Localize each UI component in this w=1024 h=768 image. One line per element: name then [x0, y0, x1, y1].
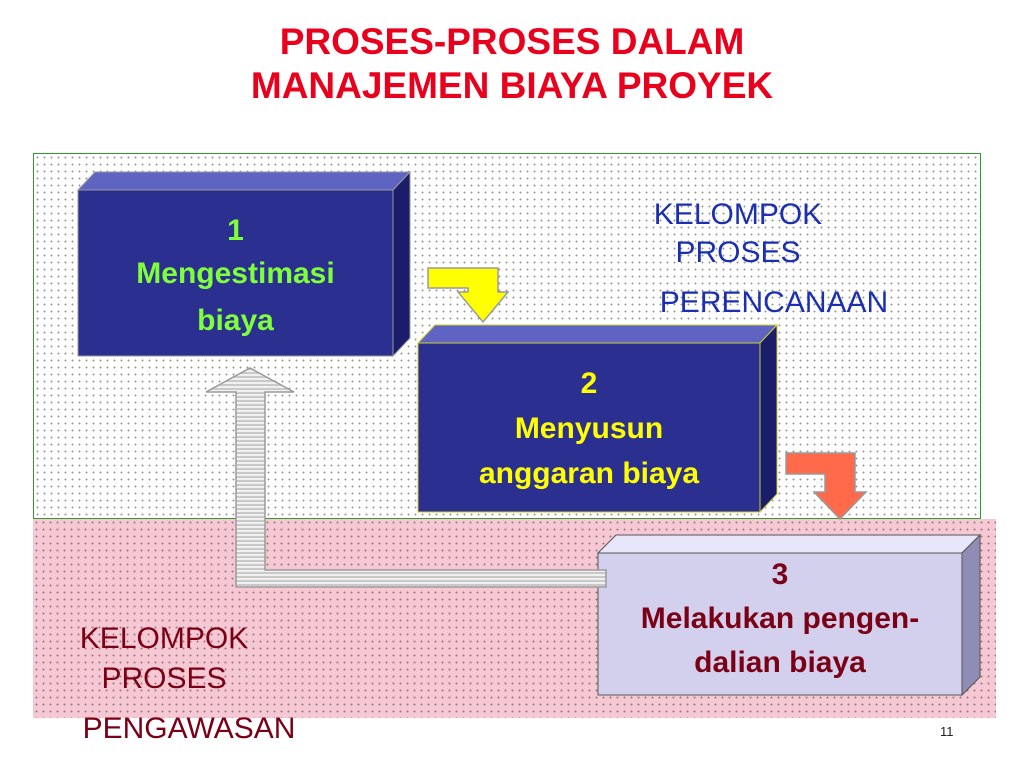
slide-title-line2: MANAJEMEN BIAYA PROYEK: [250, 65, 774, 106]
planning-group-label-line3: PERENCANAAN: [659, 286, 889, 319]
step-1-label-line2: biaya: [197, 304, 274, 337]
step-3-box: [596, 533, 982, 697]
step-1-label-line1: Mengestimasi: [136, 257, 335, 290]
step-3-number: 3: [771, 558, 789, 591]
step-2-label-line2: anggaran biaya: [478, 457, 700, 490]
step-2-box: [416, 323, 779, 514]
planning-group-label-line1: KELOMPOK: [653, 198, 823, 231]
step-1-box: [76, 170, 412, 358]
control-group-label-line2: PROSES: [101, 662, 227, 695]
page-number: 11: [940, 724, 954, 739]
step-3-label-line1: Melakukan pengen-: [640, 602, 920, 635]
control-group-label-line1: KELOMPOK: [79, 622, 249, 655]
arrow-step2-to-step3: [785, 452, 868, 521]
step-2-number: 2: [580, 367, 598, 400]
feedback-arrow-step3-to-step1: [205, 367, 607, 588]
step-3-label-line2: dalian biaya: [694, 646, 866, 679]
arrow-step1-to-step2: [427, 267, 510, 324]
slide-title-line1: PROSES-PROSES DALAM: [279, 21, 745, 62]
step-2-label-line1: Menyusun: [514, 412, 664, 445]
control-group-label-line3: PENGAWASAN: [82, 712, 296, 745]
step-1-number: 1: [227, 214, 244, 247]
planning-group-label-line2: PROSES: [675, 236, 801, 269]
